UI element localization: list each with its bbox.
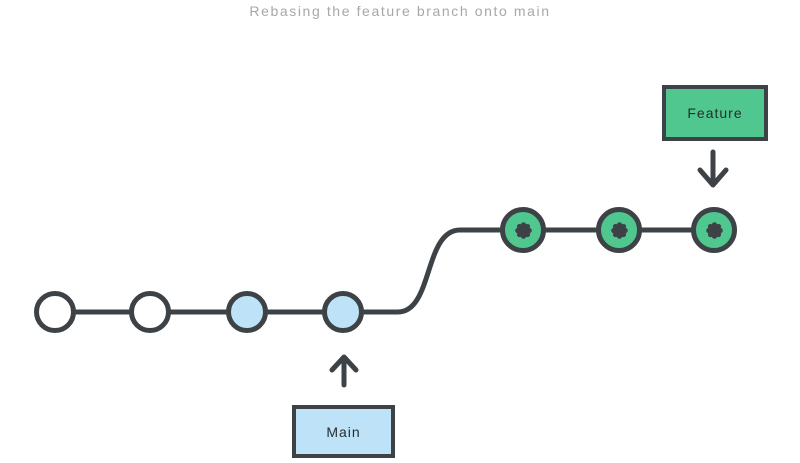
diagram-title: Rebasing the feature branch onto main: [249, 3, 551, 19]
feature-branch-label-text: Feature: [687, 105, 743, 121]
commit-node-main-1: [34, 291, 76, 333]
main-branch-label-text: Main: [326, 423, 361, 440]
commit-node-main-2: [129, 291, 171, 333]
commit-node-feature-3: [691, 207, 737, 253]
asterisk-icon: [610, 221, 628, 239]
commit-node-feature-2: [596, 207, 642, 253]
commit-node-feature-1: [500, 207, 546, 253]
feature-branch-label: Feature: [662, 85, 768, 141]
commit-node-main-4: [322, 291, 364, 333]
arrow-up-icon: [329, 354, 359, 388]
main-branch-label: Main: [292, 405, 395, 458]
asterisk-icon: [705, 221, 723, 239]
branch-connector-line: [52, 227, 717, 315]
commit-node-main-3: [226, 291, 268, 333]
arrow-down-icon: [697, 149, 729, 188]
asterisk-icon: [514, 221, 532, 239]
